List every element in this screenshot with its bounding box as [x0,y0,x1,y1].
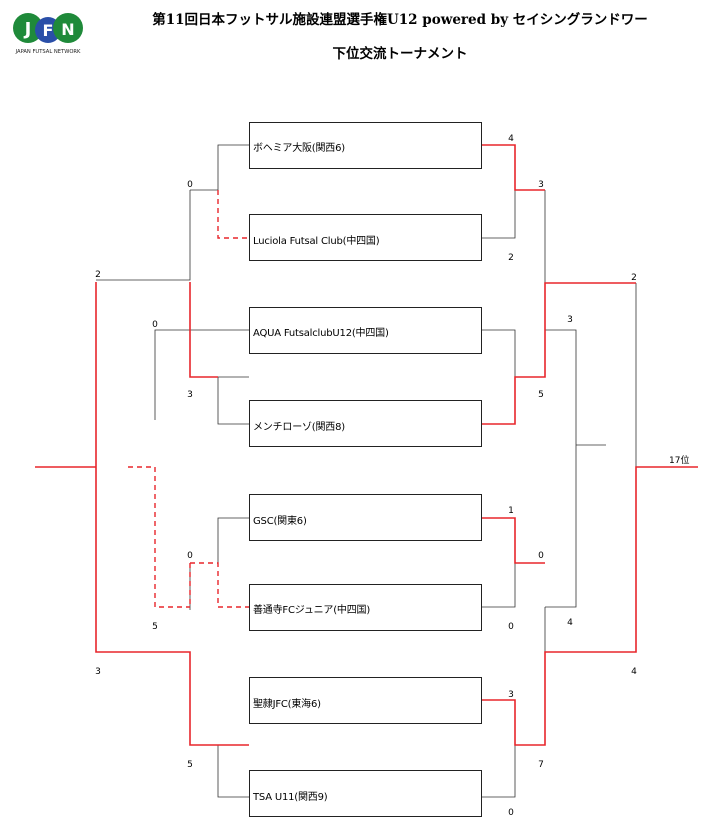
winner-lines [35,144,698,746]
score-l-m3-top: 0 [187,551,193,561]
score-semi-r-bot: 4 [567,618,573,628]
score-r2-top-a: 3 [538,180,544,190]
team-name-8: TSA U11(関西9) [253,792,328,803]
score-l-m3-bot: 5 [187,760,193,770]
team-box-1 [249,122,482,169]
logo-caption: JAPAN FUTSAL NETWORK [15,49,81,55]
team-name-4: メンチローゾ(関西8) [253,422,345,433]
score-l-m2-bot: 5 [152,622,158,632]
score-r1-m3-top: 1 [508,506,514,516]
score-r2-bot-b: 7 [538,760,544,770]
team-name-3: AQUA FutsalclubU12(中四国) [253,328,389,339]
logo-letter-n: N [61,20,74,39]
team-name-5: GSC(関東6) [253,516,307,527]
logo-letter-j: J [23,19,32,40]
team-box-8 [249,770,482,817]
tournament-title: 第11回日本フットサル施設連盟選手権U12 powered by セイシングラン… [152,12,648,28]
jfn-logo: J F N JAPAN FUTSAL NETWORK [13,13,83,55]
score-l-m2-top: 0 [152,320,158,330]
score-final-r-top: 2 [631,273,637,283]
team-box-2 [249,214,482,261]
score-r1-m4-bot: 0 [508,808,514,818]
team-box-3 [249,307,482,354]
tournament-subtitle: 下位交流トーナメント [332,46,468,62]
team-box-6 [249,584,482,631]
score-semi-r-top: 3 [567,315,573,325]
score-r2-bot-a: 0 [538,551,544,561]
dashed-winner-lines [128,190,249,608]
score-r2-top-b: 5 [538,390,544,400]
team-box-4 [249,400,482,447]
score-l-final-top: 2 [95,270,101,280]
team-box-5 [249,494,482,541]
logo-letter-f: F [43,21,54,40]
team-name-6: 善通寺FCジュニア(中四国) [253,605,371,616]
team-box-7 [249,677,482,724]
score-l-m1-top: 0 [187,180,193,190]
team-name-1: ボヘミア大阪(関西6) [253,143,345,154]
loser-lines [96,144,637,798]
place-label: 17位 [669,456,690,466]
score-l-final-bot: 3 [95,667,101,677]
score-r1-m1-top: 4 [508,134,514,144]
score-l-m1-bot: 3 [187,390,193,400]
score-final-r-bot: 4 [631,667,637,677]
team-name-2: Luciola Futsal Club(中四国) [253,236,380,247]
score-r1-m1-bot: 2 [508,253,514,263]
team-name-7: 聖隷JFC(東海6) [253,699,321,710]
score-r1-m3-bot: 0 [508,622,514,632]
score-r1-m4-top: 3 [508,690,514,700]
